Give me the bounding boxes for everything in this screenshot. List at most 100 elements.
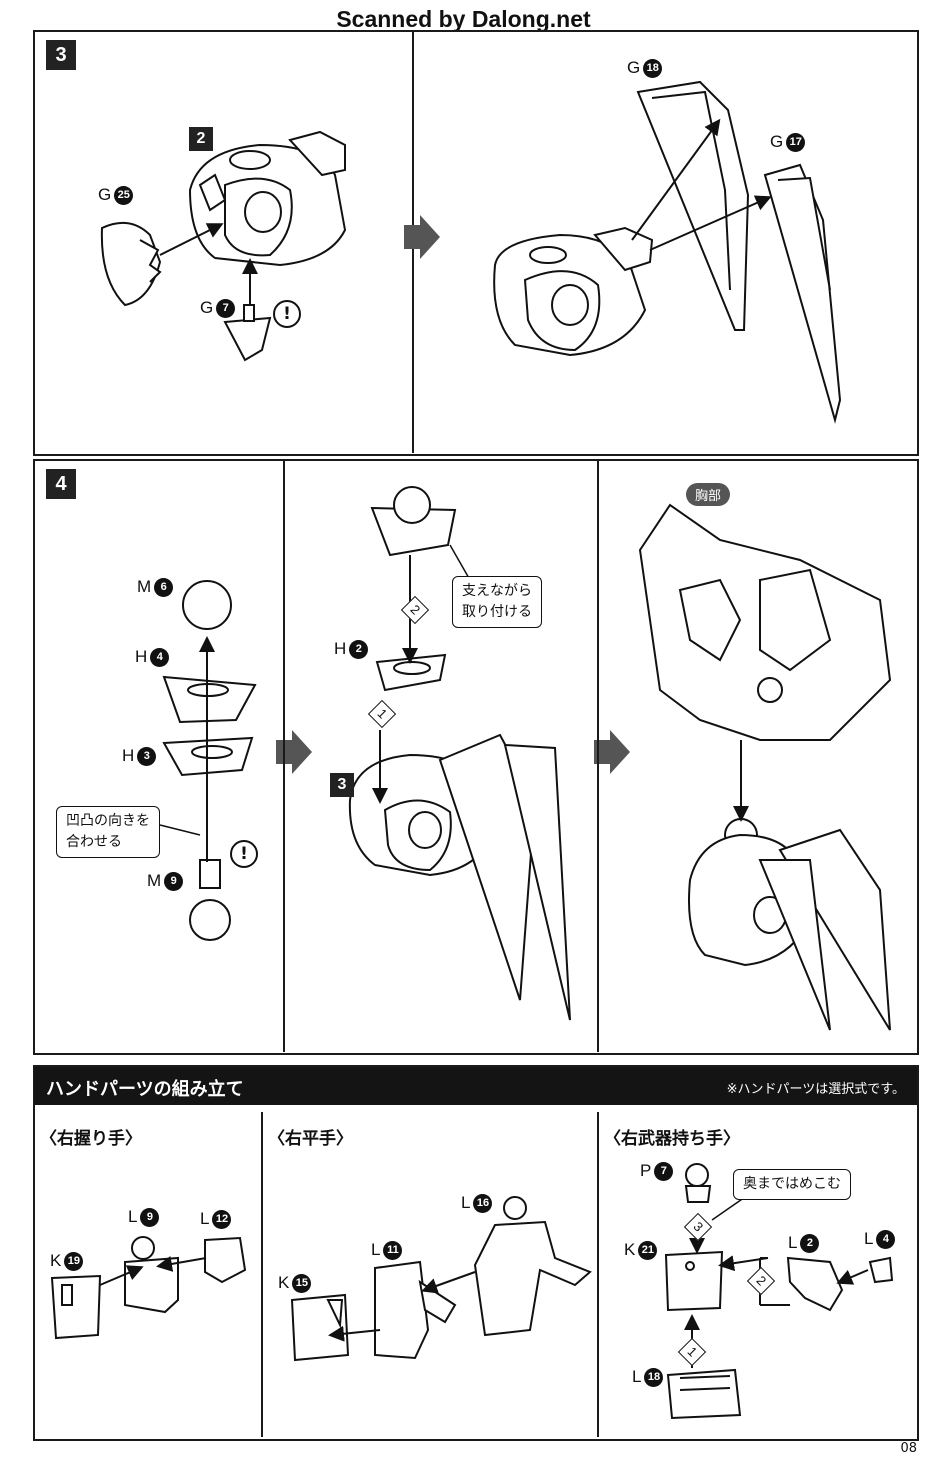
- note-line: 凹凸の向きを: [66, 813, 150, 829]
- part-number-badge: 12: [212, 1210, 232, 1230]
- part-letter: M: [137, 577, 152, 596]
- part-letter: L: [788, 1233, 798, 1252]
- part-letter: L: [461, 1193, 471, 1212]
- part-letter: M: [147, 871, 162, 890]
- hand-parts-panel: [33, 1065, 919, 1441]
- part-number-badge: 7: [654, 1162, 674, 1182]
- right-grip-hand-heading: 〈右握り手〉: [40, 1129, 142, 1149]
- part-letter: L: [128, 1207, 138, 1226]
- part-letter: L: [864, 1229, 874, 1248]
- watermark: Scanned by Dalong.net: [336, 6, 591, 32]
- part-letter: K: [50, 1251, 62, 1270]
- part-letter: H: [135, 647, 148, 666]
- step-4-divider-2: [597, 460, 599, 1052]
- step-2-reference-badge: 2: [189, 127, 213, 151]
- right-flat-hand-illustration: [290, 1196, 592, 1362]
- step-3-panel: [33, 30, 919, 456]
- step-3-reference-badge: 3: [330, 773, 354, 797]
- hand-parts-header-bar: ハンドパーツの組み立て ※ハンドパーツは選択式です。: [34, 1067, 917, 1105]
- chest-badge: 胸部: [686, 483, 731, 506]
- part-letter: K: [624, 1240, 636, 1259]
- part-number-badge: 18: [644, 1368, 664, 1388]
- part-number-badge: 15: [292, 1274, 312, 1294]
- right-weapon-hand-heading: 〈右武器持ち手〉: [604, 1129, 740, 1149]
- note-line: 取り付ける: [462, 604, 532, 620]
- hands-divider-2: [597, 1112, 599, 1437]
- part-number-badge: 9: [140, 1208, 160, 1228]
- part-number-badge: 7: [216, 299, 236, 319]
- part-number-badge: 2: [800, 1234, 820, 1254]
- right-flat-hand-heading: 〈右平手〉: [268, 1129, 353, 1149]
- part-letter: G: [98, 185, 112, 204]
- part-number-badge: 16: [473, 1194, 493, 1214]
- part-g25-illustration: [100, 221, 162, 307]
- part-number-badge: 4: [150, 648, 170, 668]
- part-letter: P: [640, 1161, 652, 1180]
- press-fully-in-note: 奥まではめこむ: [733, 1169, 851, 1200]
- hand-parts-title: ハンドパーツの組み立て: [46, 1079, 244, 1100]
- part-letter: G: [200, 298, 214, 317]
- part-number-badge: 17: [786, 133, 806, 153]
- step-4-divider-1: [283, 460, 285, 1052]
- part-number-badge: 2: [349, 640, 369, 660]
- page-number: 08: [900, 1441, 917, 1456]
- next-step-arrow: [594, 730, 630, 774]
- part-letter: H: [334, 639, 347, 658]
- part-number-badge: 11: [383, 1241, 403, 1261]
- step-4-panel: [33, 459, 919, 1055]
- part-number-badge: 18: [643, 59, 663, 79]
- part-number-badge: 3: [137, 747, 157, 767]
- caution-icon: !: [230, 840, 258, 868]
- shoulder-assembly-illustration: [188, 130, 347, 267]
- step-3-badge: 3: [46, 40, 76, 70]
- part-letter: G: [770, 132, 784, 151]
- part-number-badge: 25: [114, 186, 134, 206]
- caution-icon: !: [273, 300, 301, 328]
- step-4-badge: 4: [46, 469, 76, 499]
- part-g7-illustration: [223, 304, 272, 362]
- hands-divider-1: [261, 1112, 263, 1437]
- note-line: 合わせる: [66, 834, 122, 850]
- part-number-badge: 19: [64, 1252, 84, 1272]
- part-number-badge: 4: [876, 1230, 896, 1250]
- next-step-arrow: [404, 215, 440, 259]
- part-letter: L: [632, 1367, 642, 1386]
- hand-parts-selectable-note: ※ハンドパーツは選択式です。: [726, 1082, 905, 1097]
- part-letter: K: [278, 1273, 290, 1292]
- part-letter: L: [200, 1209, 210, 1228]
- part-number-badge: 6: [154, 578, 174, 598]
- part-letter: G: [627, 58, 641, 77]
- part-number-badge: 21: [638, 1241, 658, 1261]
- support-while-attaching-note: 支えながら 取り付ける: [452, 576, 542, 628]
- next-step-arrow: [276, 730, 312, 774]
- align-notch-note: 凹凸の向きを 合わせる: [56, 806, 160, 858]
- note-line: 支えながら: [462, 583, 532, 599]
- shoulder-with-blades-illustration: [493, 80, 842, 424]
- chest-attachment-illustration: [638, 503, 892, 1031]
- right-weapon-hand-illustration: [664, 1163, 894, 1420]
- part-letter: L: [371, 1240, 381, 1259]
- joint-to-shoulder-illustration: [348, 486, 571, 1021]
- part-number-badge: 9: [164, 872, 184, 892]
